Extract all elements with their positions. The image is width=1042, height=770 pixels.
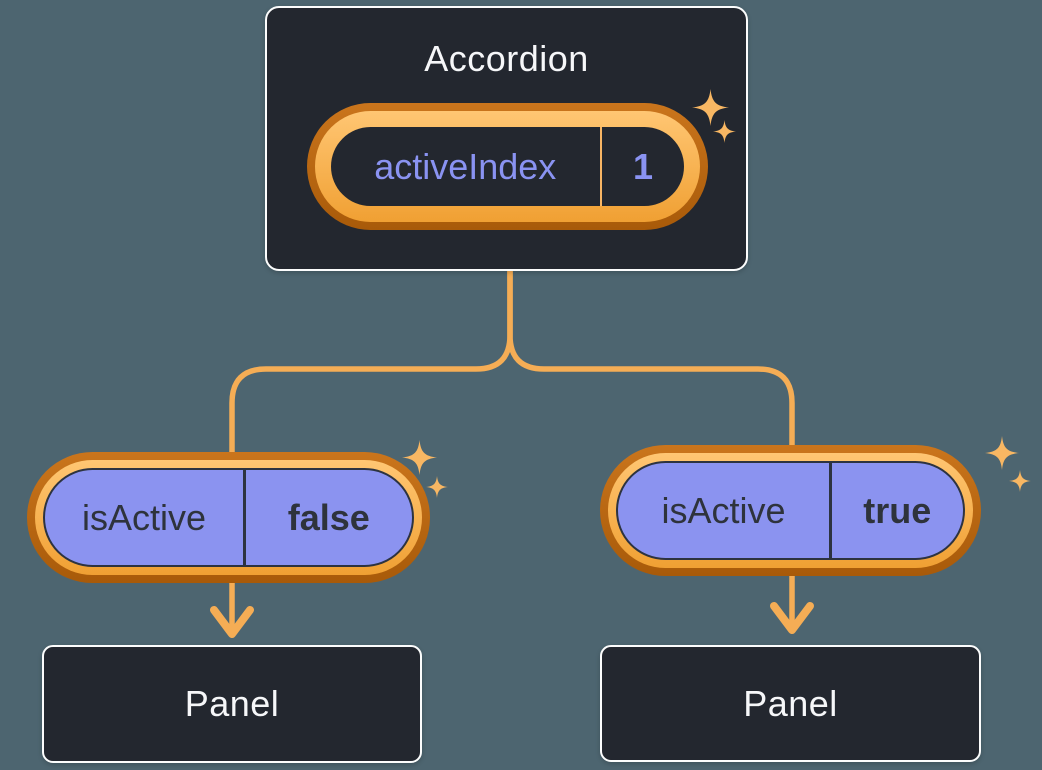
- prop-pill-left-value: false: [287, 496, 370, 538]
- state-pill-value: 1: [632, 145, 654, 187]
- accordion-title: Accordion: [424, 38, 589, 79]
- prop-pill-right-label: isActive: [661, 489, 786, 531]
- prop-pill-left-ring: isActive false: [35, 460, 422, 575]
- prop-pill-left-divider: [243, 470, 246, 565]
- state-pill: activeIndex 1: [307, 103, 708, 230]
- prop-pill-left: isActive false: [27, 452, 430, 583]
- sparkle-icon: [713, 120, 736, 143]
- state-pill-label: activeIndex: [374, 145, 557, 187]
- panel-box-left: Panel: [42, 645, 422, 763]
- prop-pill-right-divider: [829, 463, 832, 558]
- panel-title: Panel: [743, 682, 838, 724]
- arrowhead-left-icon: [210, 606, 254, 638]
- prop-pill-left-label: isActive: [81, 496, 207, 538]
- sparkle-icon: [985, 436, 1019, 470]
- arrowhead-right-icon: [770, 602, 814, 634]
- prop-pill-right-value: true: [863, 489, 932, 531]
- sparkle-icon: [692, 89, 729, 126]
- panel-title: Panel: [184, 683, 280, 724]
- prop-pill-right: isActive true: [600, 445, 981, 576]
- sparkle-icon: [1009, 470, 1031, 492]
- state-pill-ring: activeIndex 1: [315, 111, 700, 222]
- panel-box-right: Panel: [600, 645, 981, 762]
- state-pill-divider: [599, 127, 602, 206]
- connector-root-to-right-child: [507, 266, 795, 458]
- sparkle-icon: [402, 440, 437, 475]
- prop-pill-right-ring: isActive true: [608, 453, 973, 568]
- connector-root-to-left-child: [229, 266, 513, 465]
- sparkle-icon: [426, 476, 448, 498]
